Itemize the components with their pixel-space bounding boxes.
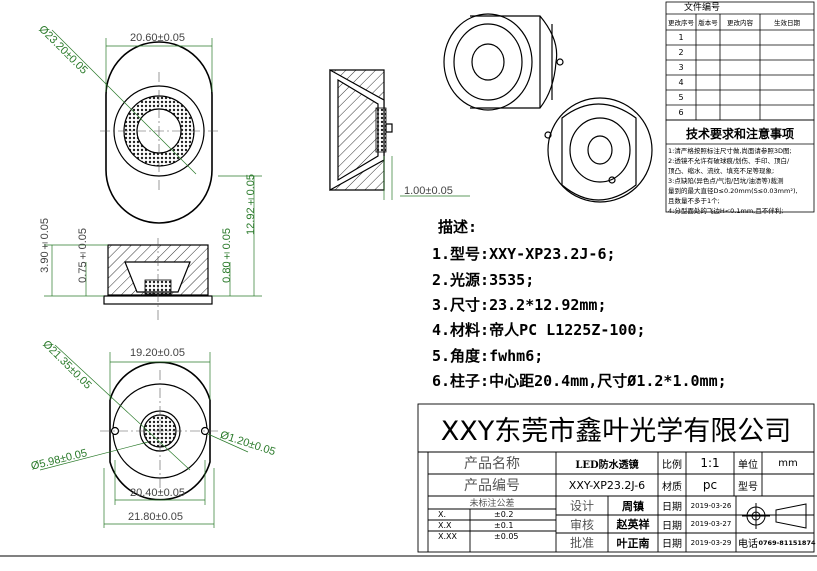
date-design: 2019-03-26 xyxy=(690,501,732,510)
dim-body-height: 3.90±0.05 xyxy=(39,218,51,273)
side-dim-lines xyxy=(44,175,262,297)
revision-header: 生效日期 xyxy=(774,19,800,27)
revision-row-number: 1 xyxy=(678,33,684,42)
revision-row-number: 4 xyxy=(678,78,684,87)
iso-view-back xyxy=(544,97,653,203)
phone-value: 0769-81151874 xyxy=(758,538,816,547)
revision-header: 更改序号 xyxy=(668,19,694,27)
description-line: 2.光源:3535; xyxy=(432,271,535,289)
date-review: 2019-03-27 xyxy=(690,520,732,528)
description-line: 3.尺寸:23.2*12.92mm; xyxy=(432,296,607,314)
date-label: 日期 xyxy=(662,520,682,532)
top-dim-lines xyxy=(51,29,213,175)
dim-tab-thickness: 1.00±0.05 xyxy=(404,185,453,197)
requirement-line: 且数量不多于1个; xyxy=(668,197,720,205)
date-label: 日期 xyxy=(662,539,682,550)
design-label: 设计 xyxy=(569,499,594,513)
requirement-line: 3:点缺陷(异色点/气泡/凹坑/油渍等)裁测 xyxy=(668,177,784,185)
requirement-line: 4:分型面处的飞边H<0.1mm,且不伴利; xyxy=(668,207,784,215)
revision-title: 文件编号 xyxy=(684,3,721,13)
unit-value: mm xyxy=(778,457,798,469)
design-name: 周镇 xyxy=(622,499,644,513)
approve-name: 叶正南 xyxy=(616,536,650,550)
tolerance-key: X.X xyxy=(438,521,452,530)
revision-table-grid xyxy=(665,1,815,213)
dim-pin-spacing: 20.40±0.05 xyxy=(130,487,185,499)
revision-header: 更改内容 xyxy=(727,19,753,27)
title-block-grid xyxy=(417,403,815,553)
bottom-dim-lines xyxy=(39,344,249,528)
description-line: 6.柱子:中心距20.4mm,尺寸Ø1.2*1.0mm; xyxy=(432,372,727,390)
revision-row-number: 5 xyxy=(678,93,684,102)
tolerance-value: ±0.2 xyxy=(494,510,514,519)
section-detail xyxy=(329,68,393,192)
dim-flat-width-top: 20.60±0.05 xyxy=(130,32,185,44)
scale-value: 1:1 xyxy=(700,456,720,470)
date-label: 日期 xyxy=(662,502,682,513)
scale-label: 比例 xyxy=(662,459,682,471)
requirement-line: 量到的最大直径D≤0.20mm(S≤0.03mm²), xyxy=(668,187,798,195)
tolerance-value: ±0.05 xyxy=(494,532,519,541)
date-approve: 2019-03-29 xyxy=(690,538,732,547)
tolerance-key: X. xyxy=(438,510,447,519)
bottom-view xyxy=(100,361,220,501)
requirement-line: 2:透镜不允许有破球痕/划伤、手印、顶白/ xyxy=(668,157,790,165)
revision-row-number: 2 xyxy=(678,48,684,57)
unit-label: 单位 xyxy=(738,459,758,471)
requirements-title: 技术要求和注意事项 xyxy=(685,126,794,141)
tolerance-key: X.XX xyxy=(438,532,457,541)
requirement-line: 1:清严格按照标注尺寸做,尚面请参照3D图; xyxy=(668,147,792,155)
revision-row-number: 3 xyxy=(678,63,684,72)
type-label: 型号 xyxy=(738,481,758,493)
product-no: XXY-XP23.2J-6 xyxy=(568,478,646,492)
company-name: XXY东莞市鑫叶光学有限公司 xyxy=(440,415,792,447)
product-name: LED防水透镜 xyxy=(575,459,639,471)
section-dim-lines xyxy=(383,156,470,200)
side-view xyxy=(103,238,213,320)
description-line: 5.角度:fwhm6; xyxy=(432,347,544,365)
material-value: pc xyxy=(702,478,718,492)
product-no-label: 产品编号 xyxy=(464,478,520,494)
review-label: 审核 xyxy=(569,517,594,532)
tolerance-title: 未标注公差 xyxy=(469,499,515,509)
approve-label: 批准 xyxy=(569,536,594,550)
dim-step-a: 0.75±0.05 xyxy=(77,228,89,283)
description-line: 4.材料:帝人PC L1225Z-100; xyxy=(432,321,646,339)
dim-step-b: 0.80±0.05 xyxy=(221,228,233,283)
dim-base-width: 21.80±0.05 xyxy=(128,511,183,523)
phone-label: 电话 xyxy=(738,539,758,550)
requirement-line: 顶凸、缩水、流纹、填充不足等现象; xyxy=(668,167,775,175)
review-name: 赵英祥 xyxy=(616,518,650,531)
dim-flat-width-bottom: 19.20±0.05 xyxy=(130,347,185,359)
material-label: 材质 xyxy=(662,481,682,493)
iso-view-front xyxy=(443,13,564,111)
top-view xyxy=(100,41,218,224)
dim-total-height: 12.92±0.05 xyxy=(245,174,257,235)
product-name-label: 产品名称 xyxy=(464,456,520,472)
description-line: 1.型号:XXY-XP23.2J-6; xyxy=(432,245,616,263)
revision-header: 版本号 xyxy=(698,19,718,27)
projection-symbol xyxy=(742,503,807,529)
revision-row-number: 6 xyxy=(678,108,684,117)
description-heading: 描述: xyxy=(438,218,478,236)
tolerance-value: ±0.1 xyxy=(494,521,514,530)
